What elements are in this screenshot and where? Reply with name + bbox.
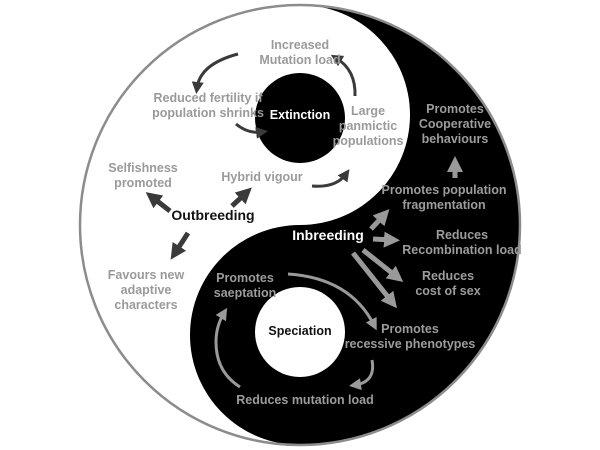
arrow-in-to-fragmentation <box>369 209 390 231</box>
extinction-label: Extinction <box>269 108 331 122</box>
arrow-out-to-new-characters <box>170 231 191 260</box>
large-panmictic-label: Large panmictic populations <box>332 104 404 148</box>
arrow-saeptation-to-recessive <box>287 272 377 331</box>
arrow-hybrid-to-panmictic <box>311 169 350 188</box>
arrow-mutation-to-fertility <box>191 52 239 94</box>
speciation-dot <box>255 287 345 377</box>
cooperative-behaviours-label: Promotes Cooperative behaviours <box>418 102 492 146</box>
speciation-label: Speciation <box>268 324 332 338</box>
arrow-panmictic-to-mutation <box>330 54 357 97</box>
inbreeding-label: Inbreeding <box>292 227 364 243</box>
arrow-in-to-recessive <box>351 251 397 309</box>
arrow-mutation-load-to-saeptation <box>214 307 241 389</box>
hybrid-vigour-label: Hybrid vigour <box>221 170 303 184</box>
arrow-out-to-hybrid <box>230 187 252 208</box>
selfishness-label: Selfishness promoted <box>108 161 178 190</box>
arrow-in-to-recombination <box>372 231 400 248</box>
reduces-mutation-load-label: Reduces mutation load <box>236 393 374 407</box>
recombination-load-label: Reduces Recombination load <box>402 228 522 257</box>
saeptation-label: Promotes saeptation <box>213 271 277 300</box>
outbreeding-label: Outbreeding <box>171 207 255 223</box>
population-fragmentation-label: Promotes population fragmentation <box>381 183 507 212</box>
arrow-in-to-cost-of-sex <box>361 248 404 282</box>
cost-of-sex-label: Reduces cost of sex <box>415 269 481 298</box>
reduced-fertility-label: Reduced fertility if population shrinks <box>152 91 264 120</box>
recessive-phenotypes-label: Promotes recessive phenotypes <box>344 322 476 351</box>
new-adaptive-characters-label: Favours new adaptive characters <box>107 268 185 312</box>
arrow-out-to-selfishness <box>145 192 172 213</box>
disc-outline <box>78 3 522 447</box>
arrow-fertility-to-extinction <box>235 122 268 139</box>
increased-mutation-load-label: Increased Mutation load <box>259 38 341 67</box>
extinction-dot <box>255 73 345 163</box>
arrow-recessive-to-mutation-load <box>349 359 375 391</box>
